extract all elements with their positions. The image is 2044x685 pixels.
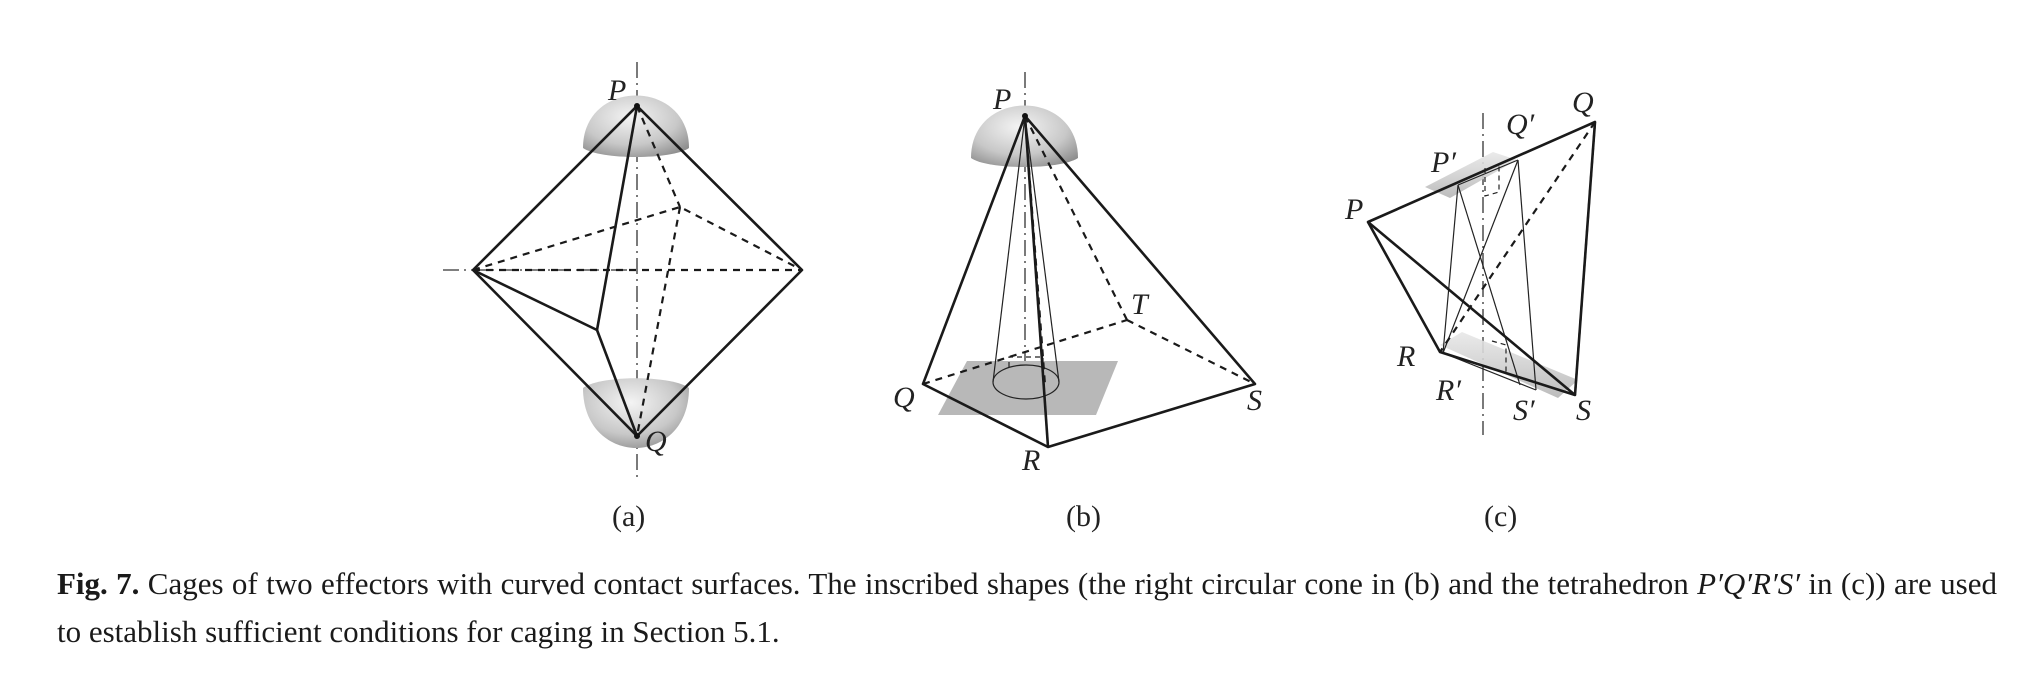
- panel-label: (b): [1066, 500, 1101, 533]
- panel-label: (a): [612, 500, 645, 533]
- point-label: P: [992, 83, 1011, 116]
- point-label: S: [1576, 394, 1591, 427]
- top-dome: [971, 105, 1078, 167]
- caption-math: P′Q′R′S′: [1697, 566, 1801, 601]
- point-label: S′: [1513, 394, 1535, 427]
- point-label: Q: [893, 381, 915, 414]
- figure-caption: Fig. 7. Cages of two effectors with curv…: [57, 560, 1997, 656]
- base-plate: [938, 361, 1118, 415]
- point-label: Q: [645, 425, 667, 458]
- point-label: P′: [1430, 146, 1456, 179]
- figure-label: Fig. 7.: [57, 566, 140, 601]
- panel-label: (c): [1484, 500, 1517, 533]
- caption-text: Cages of two effectors with curved conta…: [139, 566, 1698, 601]
- point-label: P: [607, 74, 626, 107]
- panel-c: Q Q′ P′ P R R′ S′ S (c): [1344, 86, 1597, 533]
- bottom-dome: [583, 378, 689, 448]
- caption-text: in (c)) are used to establish sufficient…: [57, 566, 1997, 649]
- point-label: P: [1344, 193, 1363, 226]
- top-dome: [583, 95, 689, 157]
- point-label: R: [1396, 340, 1415, 373]
- point-label: R′: [1435, 374, 1461, 407]
- point-label: S: [1247, 384, 1262, 417]
- panel-b: P T Q S R (b): [893, 72, 1262, 533]
- panel-a: P Q (a): [443, 62, 804, 533]
- bottom-effector: [1440, 332, 1578, 398]
- point-label: Q′: [1506, 108, 1535, 141]
- point-label: R: [1021, 444, 1040, 477]
- point-label: Q: [1572, 86, 1594, 119]
- point-label: T: [1131, 288, 1150, 321]
- figure-diagram: P Q (a) P T Q S R (b): [443, 62, 1597, 533]
